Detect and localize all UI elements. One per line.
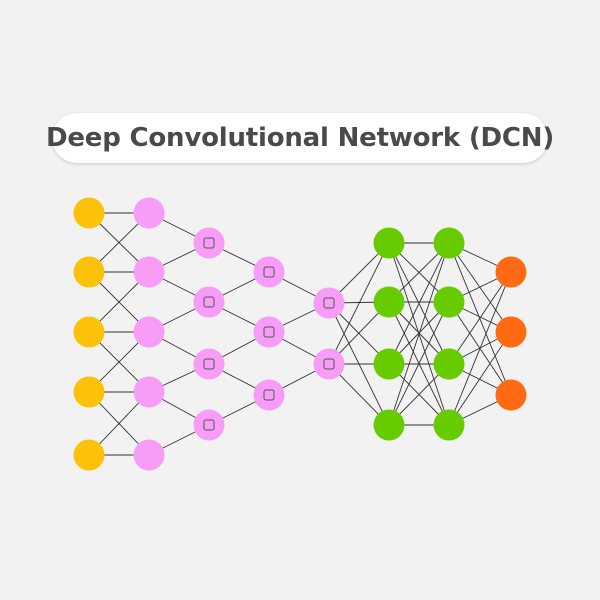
convolution-neuron — [133, 316, 165, 348]
connection-line — [448, 242, 512, 396]
convolution-neuron — [133, 256, 165, 288]
output-neuron — [495, 316, 527, 348]
convolution-neuron — [133, 197, 165, 229]
hidden-neuron — [373, 286, 405, 318]
connection-line — [328, 242, 390, 365]
convolution-neuron — [313, 348, 345, 380]
convolution-neuron — [253, 256, 285, 288]
connection-line — [388, 301, 450, 426]
convolution-neuron — [133, 376, 165, 408]
square-icon — [323, 358, 335, 370]
connection-line — [448, 271, 512, 365]
square-icon — [203, 296, 215, 308]
hidden-neuron — [433, 409, 465, 441]
square-icon — [263, 389, 275, 401]
convolution-neuron — [193, 409, 225, 441]
hidden-neuron — [373, 227, 405, 259]
connection-line — [448, 331, 512, 426]
convolution-neuron — [193, 227, 225, 259]
hidden-neuron — [433, 348, 465, 380]
square-icon — [263, 266, 275, 278]
convolution-neuron — [193, 286, 225, 318]
hidden-neuron — [373, 409, 405, 441]
connection-line — [388, 242, 450, 426]
output-neuron — [495, 379, 527, 411]
hidden-neuron — [433, 286, 465, 318]
convolution-neuron — [313, 287, 345, 319]
square-icon — [203, 237, 215, 249]
square-icon — [203, 419, 215, 431]
convolution-neuron — [253, 316, 285, 348]
connection-line — [448, 271, 512, 426]
connection-line — [388, 242, 450, 365]
square-icon — [323, 297, 335, 309]
input-neuron — [73, 316, 105, 348]
convolution-neuron — [193, 348, 225, 380]
convolution-neuron — [253, 379, 285, 411]
square-icon — [263, 326, 275, 338]
square-icon — [203, 358, 215, 370]
convolution-neuron — [133, 439, 165, 471]
diagram-title: Deep Convolutional Network (DCN) — [45, 123, 555, 153]
neuron-nodes — [73, 197, 527, 471]
input-neuron — [73, 376, 105, 408]
input-neuron — [73, 439, 105, 471]
hidden-neuron — [373, 348, 405, 380]
input-neuron — [73, 197, 105, 229]
output-neuron — [495, 256, 527, 288]
title-banner: Deep Convolutional Network (DCN) — [46, 113, 554, 163]
hidden-neuron — [433, 227, 465, 259]
input-neuron — [73, 256, 105, 288]
connection-line — [448, 242, 512, 333]
